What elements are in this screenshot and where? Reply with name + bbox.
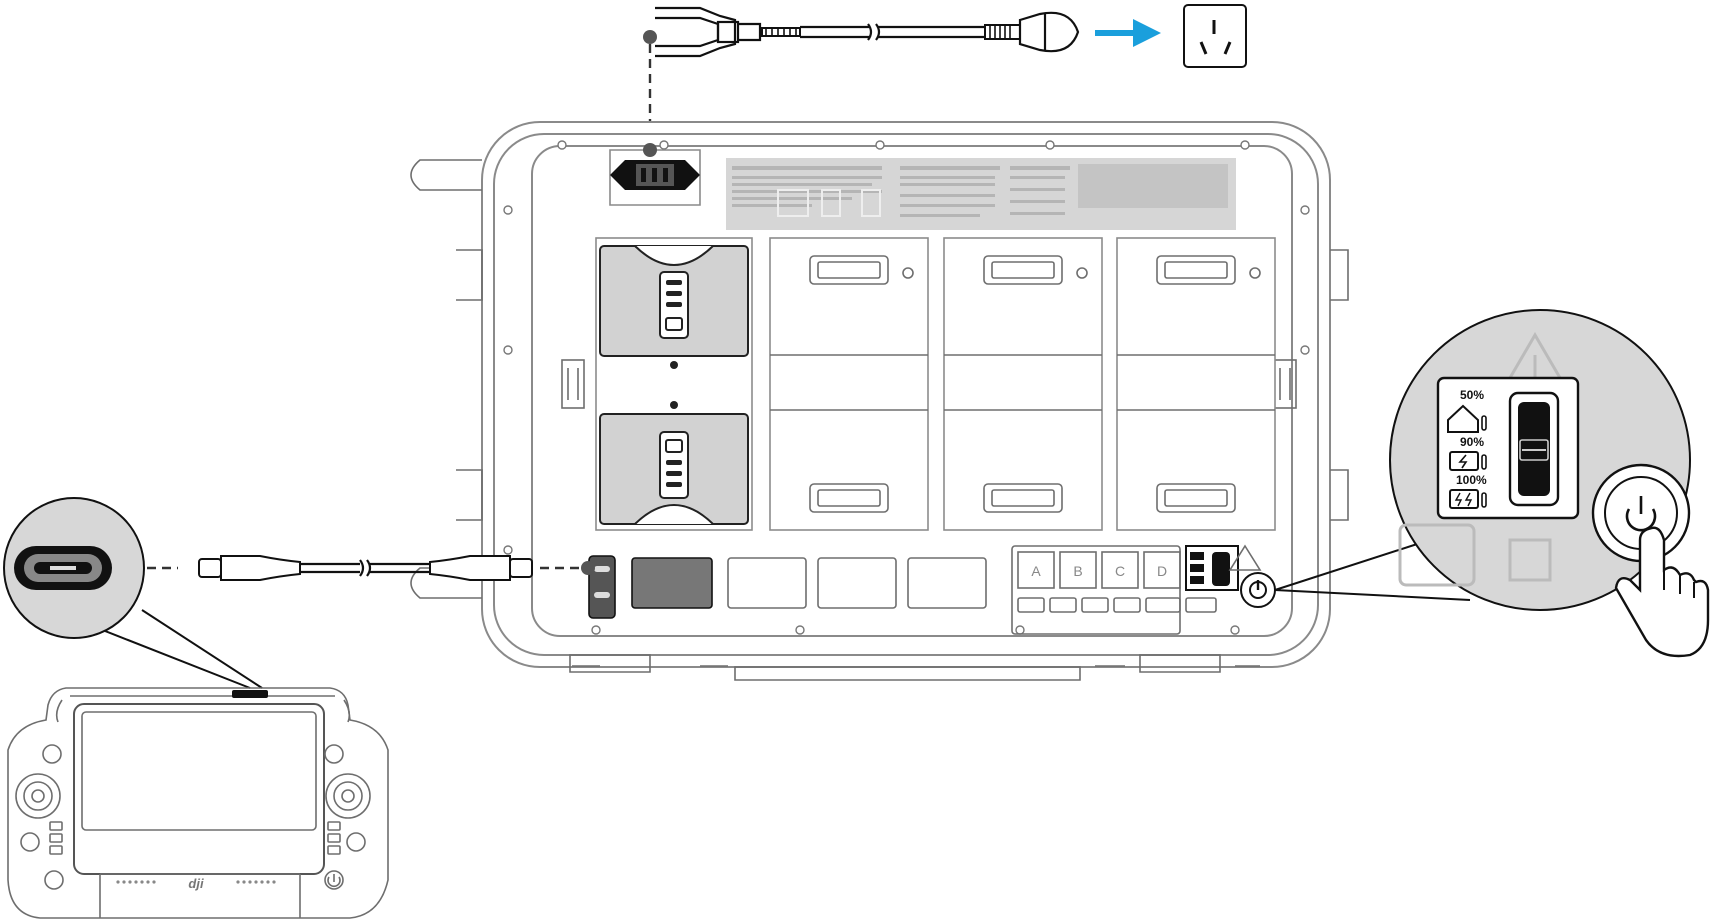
svg-text:B: B [1073,563,1082,579]
battery-slot-label-a: A [1017,551,1055,589]
battery-top [599,245,749,369]
power-cord [643,6,1080,150]
ready-to-fly-icon [1449,451,1479,471]
charging-mode-panel: 50% 90% 100% [1436,376,1580,520]
battery-bottom [599,401,749,525]
full-charge-icon [1449,489,1479,509]
arrow-right-icon [1095,19,1161,47]
remote-controller: dji [7,687,389,919]
usb-c-cable [118,555,595,581]
power-button-small[interactable] [1240,572,1276,608]
accessory-slots [588,555,987,619]
wrench-icon [1398,523,1476,587]
cord-plug-point [643,30,657,44]
svg-text:50%: 50% [1460,388,1484,402]
power-icon [1625,496,1657,532]
wall-outlet-icon [1183,4,1247,68]
storage-mode-icon [1447,404,1479,433]
svg-text:C: C [1115,563,1125,579]
pointing-hand-icon [1614,526,1710,658]
control-panel: A B C D [1011,544,1276,635]
power-icon[interactable] [324,870,344,890]
battery-slot-label-b: B [1059,551,1097,589]
svg-text:A: A [1031,563,1041,579]
mode-row-full: 100% [1449,473,1487,509]
mode-slider-switch[interactable] [1508,391,1560,507]
instruction-label-panel [726,158,1236,230]
svg-text:90%: 90% [1460,435,1484,449]
ac-power-inlet[interactable] [609,143,701,206]
dji-logo: dji [188,876,204,891]
right-side-buttons [327,821,341,855]
svg-text:100%: 100% [1456,473,1487,487]
svg-text:D: D [1157,563,1167,579]
left-side-buttons [49,821,63,855]
control-zoom-callout: 50% 90% 100% [1274,309,1710,658]
battery-slot-label-c: C [1101,551,1139,589]
controller-port-callout [3,497,263,689]
battery-slot-label-d: D [1143,551,1181,589]
mode-row-ready: 90% [1449,435,1487,471]
battery-slot-grid [595,237,1276,531]
back-icon[interactable] [20,832,40,852]
mode-row-storage: 50% [1447,388,1487,433]
wrench-icon [1185,597,1217,613]
warning-triangle-icon [1228,544,1262,571]
usb-c-port[interactable] [232,690,268,698]
battery-station-case: A B C D [410,121,1349,681]
